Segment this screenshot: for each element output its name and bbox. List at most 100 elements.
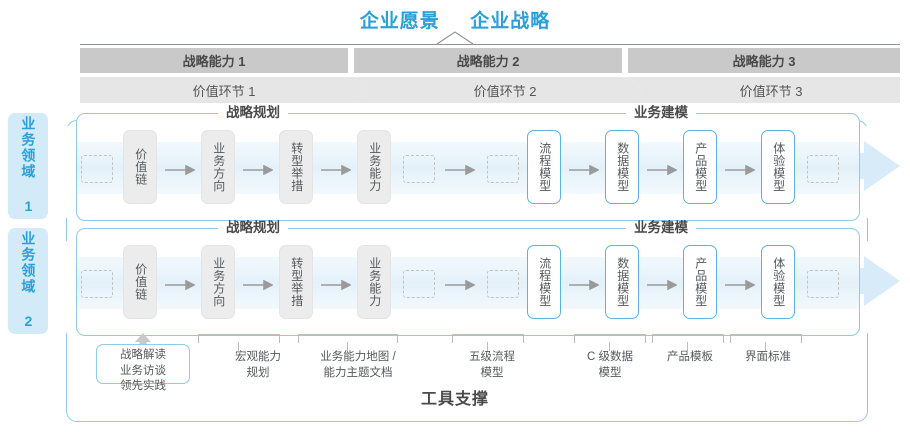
mask-left-2 <box>60 241 74 333</box>
row-2-section-modeling: 业务建模 <box>626 221 696 235</box>
mask-right-2 <box>858 241 872 333</box>
row-1-rule-model-right <box>700 113 836 114</box>
row-1-section-planning: 战略规划 <box>218 106 288 120</box>
row-2-slot-end <box>807 270 839 298</box>
row-2-node-label-2: 业务方向 <box>211 257 226 307</box>
row-2-arrow-2-icon <box>243 277 274 291</box>
tool-label-macro-capability: 宏观能力规划 <box>208 350 308 381</box>
row-2-node-label-7: 产品模型 <box>693 257 708 307</box>
row-1-arrow-2-icon <box>243 162 274 176</box>
tool-label-data-model: C 级数据模型 <box>568 350 652 381</box>
value-stage-1[interactable]: 价值环节 1 <box>80 77 368 103</box>
sidebar-item-domain-1[interactable]: 业务领域 1 <box>8 113 48 219</box>
row-2-arrow-6-icon <box>647 277 678 291</box>
row-1-node-data-model[interactable]: 数据模型 <box>605 130 639 204</box>
mask-right-1 <box>858 126 872 218</box>
bracket-capability-map <box>298 334 398 343</box>
row-1-node-label-8: 体验模型 <box>771 142 786 192</box>
row-2-node-label-5: 流程模型 <box>537 257 552 307</box>
value-stage-label-2: 价值环节 2 <box>473 83 537 99</box>
tick-capability-map <box>347 342 349 351</box>
row-2-arrow-1-icon <box>165 277 196 291</box>
row-2-node-label-8: 体验模型 <box>771 257 786 307</box>
tick-process-model <box>487 342 489 351</box>
row-2-node-value-chain[interactable]: 价值链 <box>123 245 157 319</box>
row-1-rule-plan-right <box>292 113 626 114</box>
domain-label-1: 业务领域 1 <box>20 116 37 216</box>
tick-product-template <box>687 342 689 351</box>
row-1-node-business-direction[interactable]: 业务方向 <box>201 130 235 204</box>
tool-label-text-7: 界面标准 <box>745 351 791 363</box>
capability-bar-2[interactable]: 战略能力 2 <box>354 48 622 73</box>
row-2-node-data-model[interactable]: 数据模型 <box>605 245 639 319</box>
row-1-node-label-2: 业务方向 <box>211 142 226 192</box>
capability-label-1: 战略能力 1 <box>182 54 246 69</box>
row-1-node-label-3: 转型举措 <box>289 142 304 192</box>
row-1-node-transformation[interactable]: 转型举措 <box>279 130 313 204</box>
tool-label-product-template: 产品模板 <box>648 350 732 366</box>
row-1-rule-plan-left <box>98 113 218 114</box>
row-1-arrow-5-icon <box>569 162 600 176</box>
business-domain-row-2: 价值链 业务方向 转型举措 业务能力 流程模型 <box>76 228 860 336</box>
row-1-node-product-model[interactable]: 产品模型 <box>683 130 717 204</box>
row-1-arrow-7-icon <box>725 162 756 176</box>
bracket-product-template <box>652 334 724 343</box>
row-2-arrow-5-icon <box>569 277 600 291</box>
row-1-arrow-6-icon <box>647 162 678 176</box>
row-2-node-business-direction[interactable]: 业务方向 <box>201 245 235 319</box>
row-2-node-label-4: 业务能力 <box>367 257 382 307</box>
capability-bar-1[interactable]: 战略能力 1 <box>80 48 348 73</box>
row-2-slot-start <box>81 270 113 298</box>
sidebar-item-domain-2[interactable]: 业务领域 2 <box>8 228 48 334</box>
tool-label-ui-standard: 界面标准 <box>726 350 810 366</box>
row-1-node-business-capability[interactable]: 业务能力 <box>357 130 391 204</box>
tick-macro-capability <box>238 342 240 351</box>
value-stage-label-3: 价值环节 3 <box>739 83 803 99</box>
row-2-arrow-4-icon <box>445 277 476 291</box>
row-1-arrow-1-icon <box>165 162 196 176</box>
tool-label-process-model: 五级流程模型 <box>450 350 534 381</box>
row-2-node-business-capability[interactable]: 业务能力 <box>357 245 391 319</box>
row-2-node-transformation[interactable]: 转型举措 <box>279 245 313 319</box>
tool-label-text-3: 业务能力地图 /能力主题文档 <box>320 351 396 379</box>
value-stage-3[interactable]: 价值环节 3 <box>628 77 900 103</box>
tool-label-text-1: 战略解读业务访谈领先实践 <box>120 349 166 393</box>
strategic-capability-row: 战略能力 1 战略能力 2 战略能力 3 <box>80 48 900 73</box>
row-1-node-label-7: 产品模型 <box>693 142 708 192</box>
row-2-node-product-model[interactable]: 产品模型 <box>683 245 717 319</box>
row-1-node-value-chain[interactable]: 价值链 <box>123 130 157 204</box>
row-2-slot-mid-a <box>403 270 435 298</box>
row-2-slot-mid-b <box>487 270 519 298</box>
row-1-arrow-3-icon <box>321 162 352 176</box>
row-2-node-experience-model[interactable]: 体验模型 <box>761 245 795 319</box>
bracket-macro-capability <box>198 334 280 343</box>
header-caret-icon <box>436 31 474 45</box>
row-1-node-process-model[interactable]: 流程模型 <box>527 130 561 204</box>
enterprise-vision-label: 企业愿景 <box>359 11 440 32</box>
bracket-ui-standard <box>730 334 802 343</box>
tool-label-text-5: C 级数据模型 <box>587 351 633 379</box>
value-stage-2[interactable]: 价值环节 2 <box>354 77 642 103</box>
page-title: 企业愿景 企业战略 <box>0 6 910 33</box>
row-1-slot-mid-b <box>487 155 519 183</box>
tool-label-text-2: 宏观能力规划 <box>235 351 281 379</box>
tool-label-strategy-interpretation[interactable]: 战略解读业务访谈领先实践 <box>96 344 190 392</box>
capability-bar-3[interactable]: 战略能力 3 <box>628 48 900 73</box>
business-domain-row-1: 价值链 业务方向 转型举措 业务能力 流程模型 <box>76 113 860 221</box>
row-2-node-label-1: 价值链 <box>133 263 148 301</box>
row-2-node-process-model[interactable]: 流程模型 <box>527 245 561 319</box>
row-2-rule-model-right <box>700 228 836 229</box>
bracket-process-model <box>452 334 524 343</box>
tick-data-model <box>609 342 611 351</box>
row-2-node-label-3: 转型举措 <box>289 257 304 307</box>
capability-label-2: 战略能力 2 <box>456 54 520 69</box>
row-1-node-label-4: 业务能力 <box>367 142 382 192</box>
bracket-data-model <box>574 334 646 343</box>
row-1-node-experience-model[interactable]: 体验模型 <box>761 130 795 204</box>
row-1-node-label-1: 价值链 <box>133 148 148 186</box>
value-stage-row: 价值环节 1 价值环节 2 价值环节 3 <box>80 77 900 103</box>
row-1-node-label-6: 数据模型 <box>615 142 630 192</box>
row-2-node-label-6: 数据模型 <box>615 257 630 307</box>
row-1-slot-end <box>807 155 839 183</box>
